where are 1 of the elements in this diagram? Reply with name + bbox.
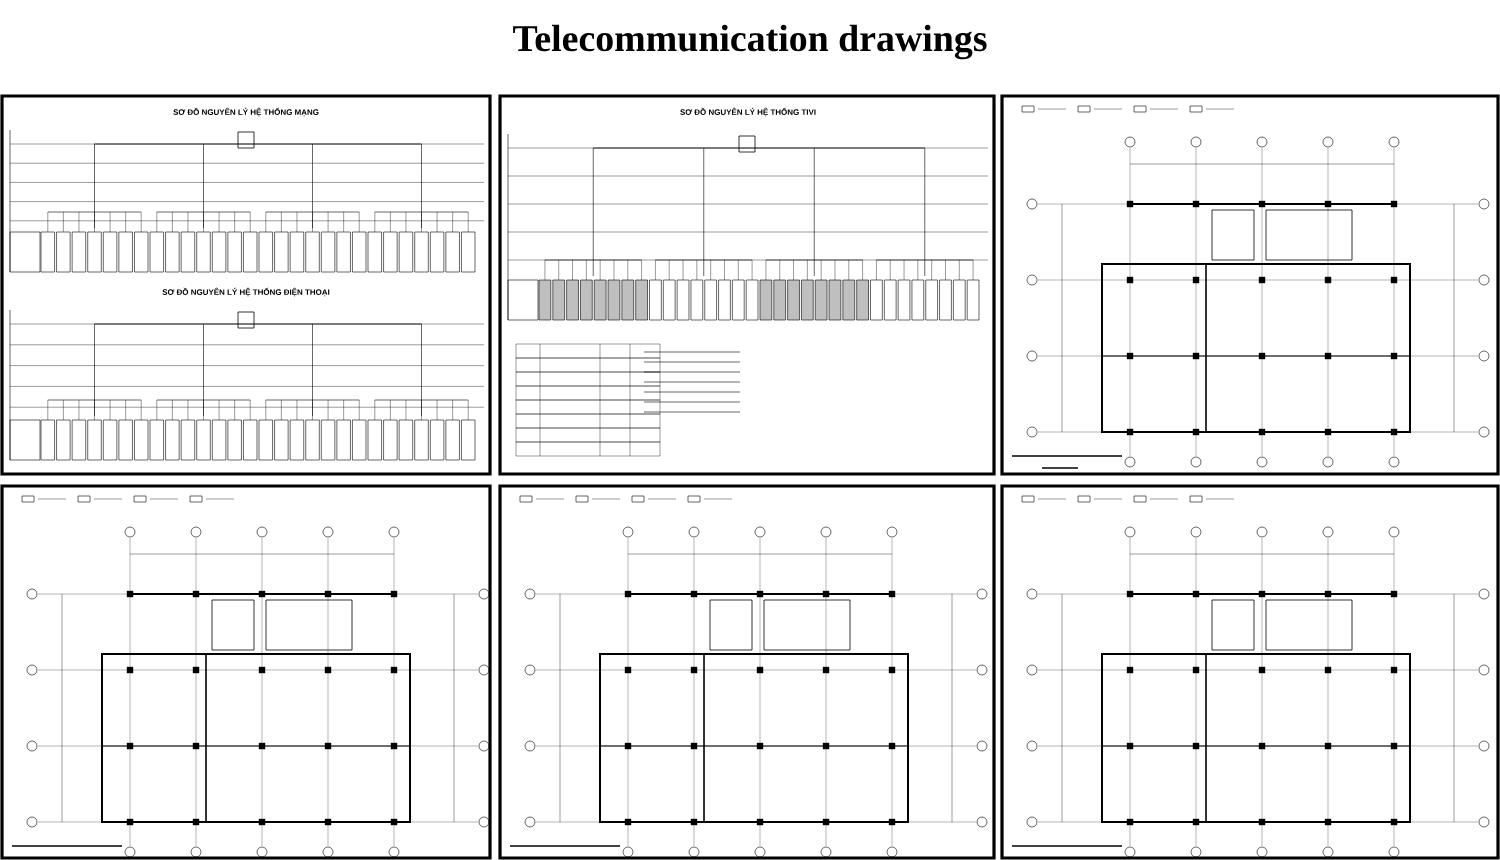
diagram-title: Telecommunication drawings [513,24,987,60]
